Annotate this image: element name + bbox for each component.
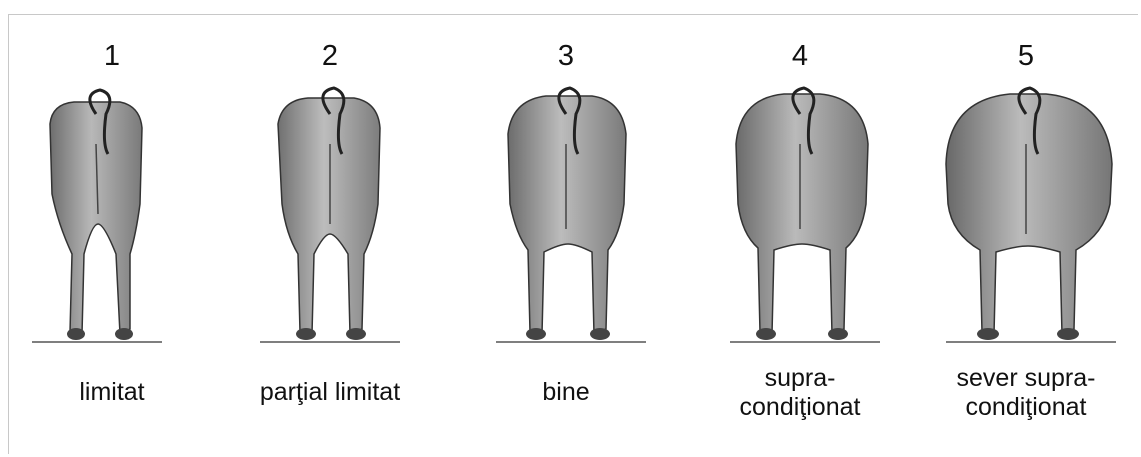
condition-label: bine (466, 378, 666, 407)
cow-rear-illustration-limitat (12, 84, 212, 350)
cow-rear-illustration-bine (466, 84, 666, 350)
condition-label: supra- condiţionat (700, 364, 900, 422)
condition-label: parţial limitat (230, 378, 430, 407)
score-number: 1 (12, 42, 212, 71)
score-number: 2 (230, 42, 430, 71)
score-number: 4 (700, 42, 900, 71)
condition-panel-1: 1 limitat (12, 0, 212, 457)
score-number: 3 (466, 42, 666, 71)
cow-rear-illustration-supra (700, 84, 900, 350)
cow-rear-illustration-sever-supra (926, 84, 1126, 350)
condition-panel-5: 5 sever supra- condiţionat (926, 0, 1126, 457)
score-number: 5 (926, 42, 1126, 71)
condition-panel-4: 4 supra- condiţionat (700, 0, 900, 457)
condition-panel-2: 2 parţial limitat (230, 0, 430, 457)
condition-label: limitat (12, 378, 212, 407)
cow-rear-illustration-partial (230, 84, 430, 350)
condition-label: sever supra- condiţionat (926, 364, 1126, 422)
condition-panel-3: 3 bine (466, 0, 666, 457)
